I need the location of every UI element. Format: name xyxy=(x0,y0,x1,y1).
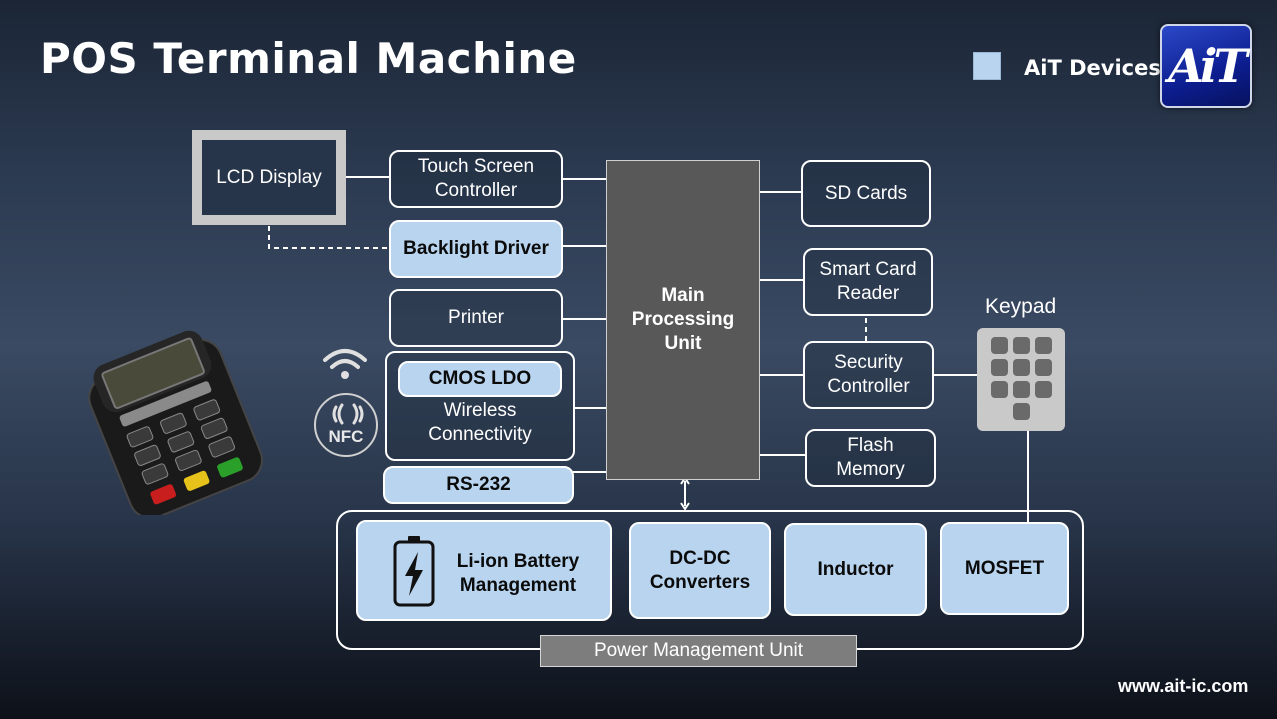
smart-card-reader-block: Smart Card Reader xyxy=(803,248,933,316)
dc-dc-converters-block: DC-DC Converters xyxy=(629,522,771,619)
rs232-block: RS-232 xyxy=(383,466,574,504)
security-controller-block: Security Controller xyxy=(803,341,934,409)
lcd-display-frame: LCD Display xyxy=(192,130,346,225)
sd-cards-block: SD Cards xyxy=(801,160,931,227)
legend-label: AiT Devices xyxy=(1024,56,1161,80)
wireless-connectivity-label: Wireless Connectivity xyxy=(428,400,532,445)
nfc-label: NFC xyxy=(328,427,364,446)
li-ion-battery-block: Li-ion Battery Management xyxy=(356,520,612,621)
page-title: POS Terminal Machine xyxy=(40,34,577,83)
smart-card-reader-label: Smart Card Reader xyxy=(819,259,917,304)
keypad-label: Keypad xyxy=(985,295,1057,318)
flash-memory-label: Flash Memory xyxy=(836,435,905,480)
wifi-icon xyxy=(323,349,367,379)
security-controller-label: Security Controller xyxy=(827,352,910,397)
mosfet-block: MOSFET xyxy=(940,522,1069,615)
website-url: www.ait-ic.com xyxy=(1118,676,1249,696)
main-processing-unit-block: Main Processing Unit xyxy=(606,160,760,480)
cmos-ldo-block: CMOS LDO xyxy=(398,361,562,397)
main-processing-unit-label: Main Processing Unit xyxy=(631,285,735,354)
touch-screen-controller-block: Touch Screen Controller xyxy=(389,150,563,208)
printer-block: Printer xyxy=(389,289,563,347)
pos-terminal-image xyxy=(88,330,263,515)
power-management-unit-label: Power Management Unit xyxy=(540,635,857,667)
ait-logo: AiT xyxy=(1160,24,1252,108)
backlight-driver-block: Backlight Driver xyxy=(389,220,563,278)
inductor-block: Inductor xyxy=(784,523,927,616)
legend-swatch xyxy=(973,52,1001,80)
li-ion-battery-label: Li-ion Battery Management xyxy=(456,551,580,596)
flash-memory-block: Flash Memory xyxy=(805,429,936,487)
dc-dc-converters-label: DC-DC Converters xyxy=(649,547,751,593)
nfc-icon: NFC xyxy=(314,393,378,457)
nfc-wave-icon xyxy=(332,403,364,425)
keypad-icon xyxy=(977,328,1065,431)
lcd-display-label: LCD Display xyxy=(202,140,336,215)
battery-charging-icon xyxy=(393,536,435,607)
